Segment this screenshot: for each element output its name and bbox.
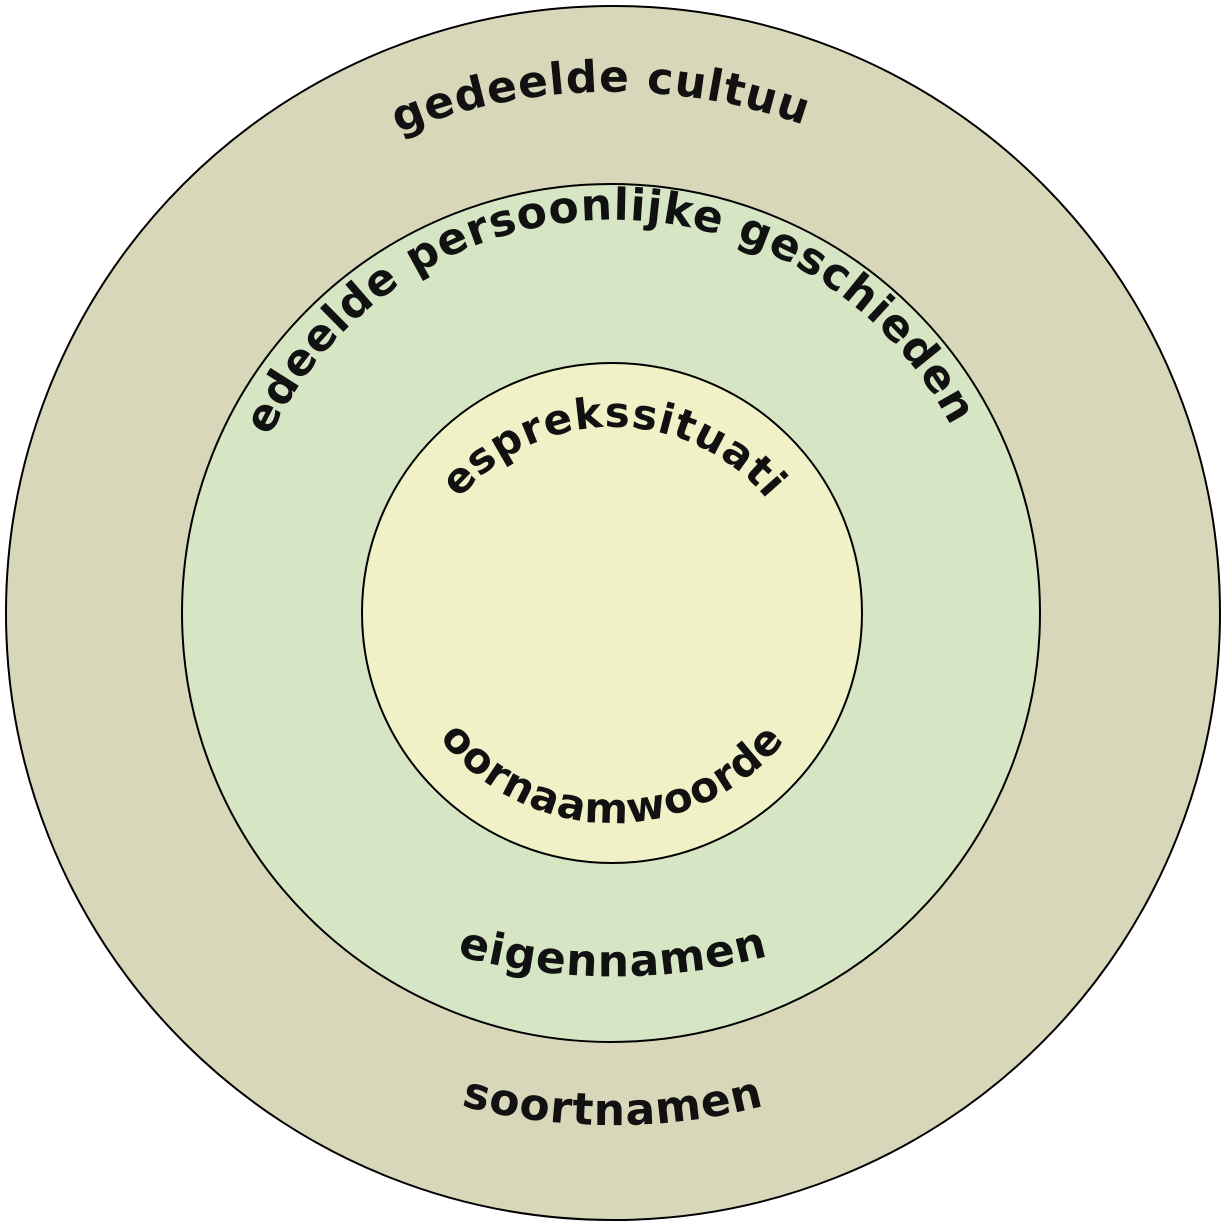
inner-circle (361, 362, 863, 864)
